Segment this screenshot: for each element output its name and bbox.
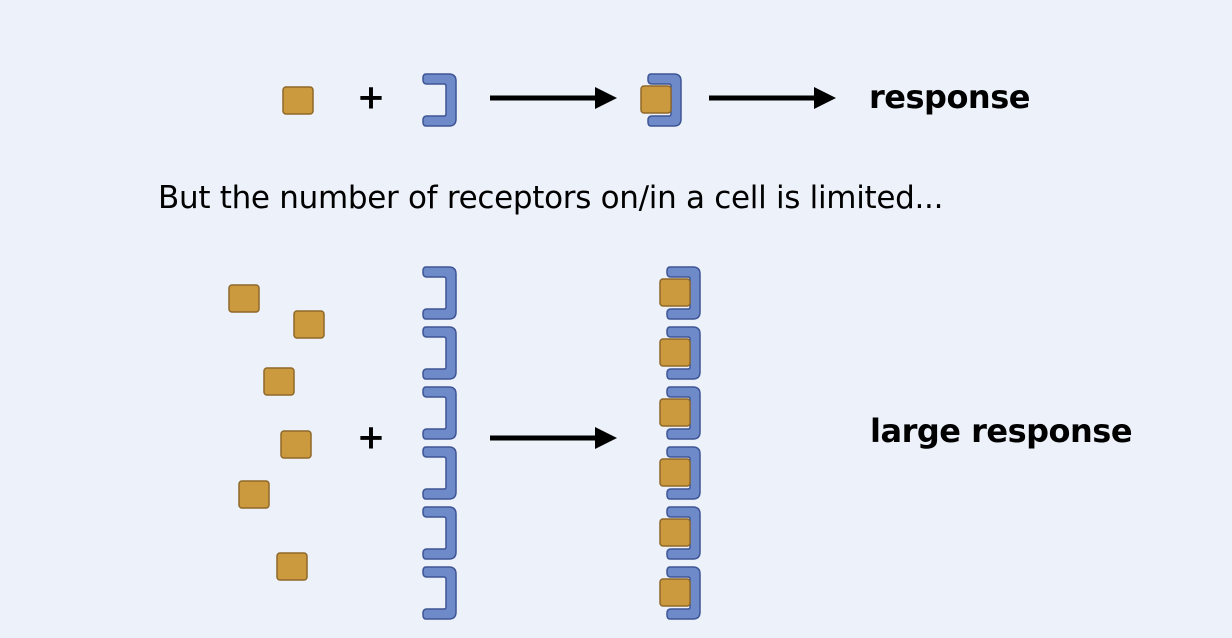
row1-bound-complex-receptor xyxy=(647,73,682,127)
shapes-layer xyxy=(228,73,836,620)
row2-ligand-4 xyxy=(280,430,312,459)
row2-arrow-head xyxy=(595,427,617,449)
row2-bound-complex-1-ligand xyxy=(659,278,691,307)
row2-ligand-6 xyxy=(276,552,308,581)
row2-receptor-6 xyxy=(422,566,457,620)
caption-text: But the number of receptors on/in a cell… xyxy=(158,180,944,216)
row2-receptor-4 xyxy=(422,446,457,500)
row1-ligand xyxy=(282,86,314,115)
text-layer: ++ xyxy=(357,78,386,458)
row1-bound-complex-ligand xyxy=(640,85,672,114)
row2-ligand-1 xyxy=(228,284,260,313)
row2-receptor-5 xyxy=(422,506,457,560)
row1-plus-sign: + xyxy=(357,78,386,118)
row2-bound-complex-2-receptor xyxy=(666,326,701,380)
row2-receptor-1 xyxy=(422,266,457,320)
row2-bound-complex-3-receptor xyxy=(666,386,701,440)
row2-bound-complex-2-ligand xyxy=(659,338,691,367)
row2-bound-complex-1-receptor xyxy=(666,266,701,320)
row2-ligand-3 xyxy=(263,367,295,396)
row2-bound-complex-3-ligand xyxy=(659,398,691,427)
row2-bound-complex-6-receptor xyxy=(666,566,701,620)
row2-bound-complex-4-ligand xyxy=(659,458,691,487)
row2-ligand-5 xyxy=(238,480,270,509)
response-label: response xyxy=(869,78,1030,116)
row1-receptor xyxy=(422,73,457,127)
row2-receptor-2 xyxy=(422,326,457,380)
row2-plus-sign: + xyxy=(357,418,386,458)
large-response-label: large response xyxy=(870,412,1133,450)
row1-arrow-2-head xyxy=(814,87,836,109)
row1-arrow-1-head xyxy=(595,87,617,109)
row2-bound-complex-5-receptor xyxy=(666,506,701,560)
row2-bound-complex-5-ligand xyxy=(659,518,691,547)
row2-receptor-3 xyxy=(422,386,457,440)
row2-bound-complex-4-receptor xyxy=(666,446,701,500)
row2-ligand-2 xyxy=(293,310,325,339)
row2-bound-complex-6-ligand xyxy=(659,578,691,607)
